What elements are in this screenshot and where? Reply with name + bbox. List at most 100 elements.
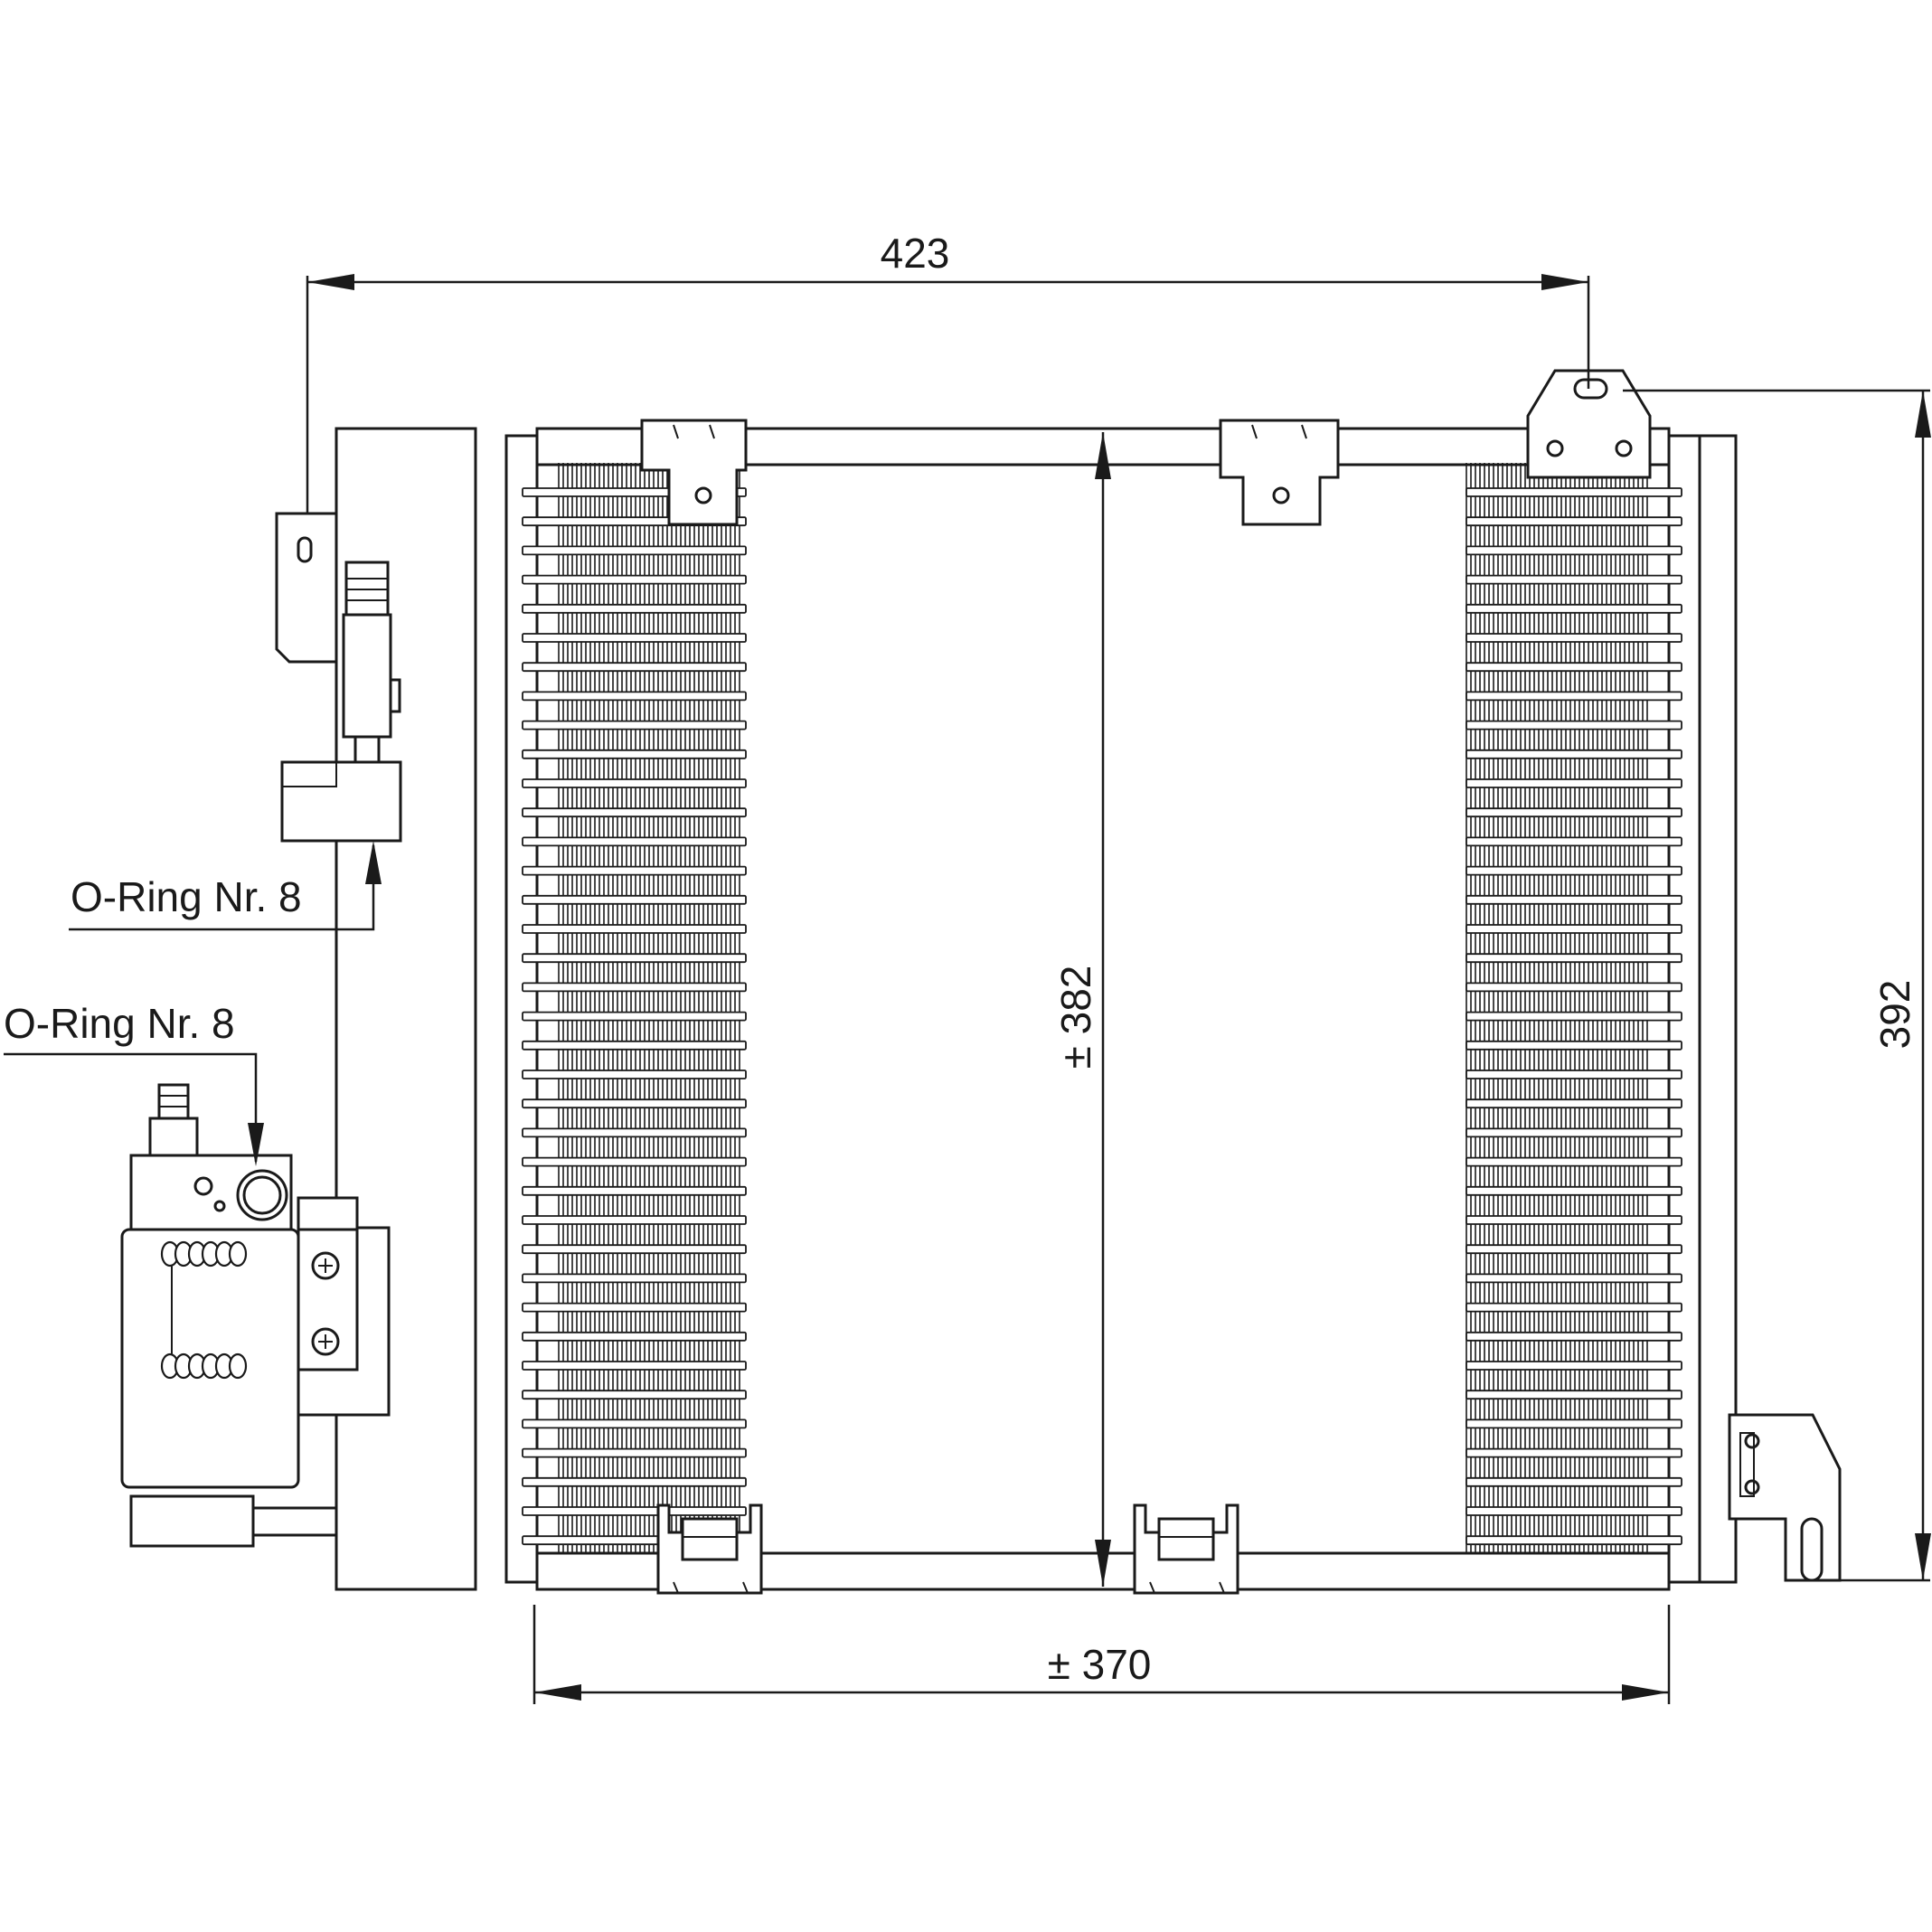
tube-23 [522,1156,747,1167]
tube-22 [522,1127,747,1138]
top-bracket-center [1219,419,1340,526]
top-bracket-left [640,419,748,526]
tube-15 [522,924,747,934]
tube-13 [1465,865,1682,876]
tube-3 [1465,574,1682,585]
tube-36 [1465,1535,1682,1546]
tube-33 [522,1447,747,1458]
tube-27 [1465,1273,1682,1284]
dimension-label-370: ± 370 [1048,1641,1152,1688]
upper-mounting-tab [275,512,338,664]
tube-19 [522,1040,747,1051]
tube-15 [1465,924,1682,934]
pipe-connection-block [280,760,402,843]
tube-8 [522,720,747,730]
tube-16 [1465,953,1682,964]
pressure-switch [342,561,401,764]
tube-19 [1465,1040,1682,1051]
tube-2 [1465,545,1682,556]
tube-10 [1465,778,1682,788]
tube-33 [1465,1447,1682,1458]
tube-0 [1465,487,1682,497]
callout-oring-lower-label: O-Ring Nr. 8 [4,1000,235,1047]
bottom-clip-center [1133,1503,1239,1595]
dimension-height-total: 392 [1623,389,1931,1582]
tube-6 [1465,662,1682,673]
tube-20 [1465,1070,1682,1079]
tube-20 [522,1070,747,1079]
dimension-height-core: ± 382 [1052,432,1111,1587]
tube-16 [522,953,747,964]
tube-2 [522,545,747,556]
tube-6 [522,662,747,673]
tube-30 [522,1361,747,1371]
tube-27 [522,1273,747,1284]
tube-14 [522,894,747,905]
dryer-clamp-springs [160,1240,248,1380]
tube-29 [522,1331,747,1342]
tube-10 [522,778,747,788]
tube-31 [522,1390,747,1400]
fin-core-left [522,463,747,1553]
dryer-clamp-bracket [297,1196,391,1417]
tube-1 [1465,516,1682,527]
tube-3 [522,574,747,585]
tube-23 [1465,1156,1682,1167]
dimension-label-382: ± 382 [1052,966,1099,1070]
tube-24 [522,1185,747,1196]
callout-oring-lower: O-Ring Nr. 8 [4,1000,264,1166]
spring-coil [228,1352,248,1380]
tube-35 [1465,1506,1682,1516]
tube-28 [1465,1302,1682,1313]
tube-28 [522,1302,747,1313]
fin-core-right [1465,463,1682,1553]
callout-oring-upper: O-Ring Nr. 8 [69,841,382,931]
tube-13 [522,865,747,876]
tube-12 [522,836,747,847]
tube-18 [1465,1011,1682,1022]
tube-35 [522,1506,747,1516]
tube-7 [1465,691,1682,702]
bottom-clip-left [656,1503,763,1595]
tube-5 [522,633,747,643]
tube-11 [1465,807,1682,818]
tube-26 [1465,1244,1682,1255]
tube-24 [1465,1185,1682,1196]
tube-4 [522,603,747,614]
tube-9 [1465,749,1682,759]
tube-25 [1465,1215,1682,1225]
tube-34 [522,1476,747,1487]
tube-30 [1465,1361,1682,1371]
dimension-width-bottom: ± 370 [532,1605,1671,1704]
dimension-label-392: 392 [1871,980,1918,1050]
dimension-width-top: 423 [306,230,1590,514]
dimension-label-423: 423 [881,230,950,277]
tube-4 [1465,603,1682,614]
tube-21 [1465,1098,1682,1109]
tube-34 [1465,1476,1682,1487]
tube-5 [1465,633,1682,643]
tube-31 [1465,1390,1682,1400]
tube-32 [1465,1418,1682,1429]
right-header-tank [1667,434,1738,1584]
right-mounting-bracket [1728,1413,1842,1582]
tube-25 [522,1215,747,1225]
tube-17 [522,982,747,993]
spring-coil [228,1240,248,1268]
tube-11 [522,807,747,818]
tube-17 [1465,982,1682,993]
tube-26 [522,1244,747,1255]
tube-12 [1465,836,1682,847]
tube-22 [1465,1127,1682,1138]
tube-14 [1465,894,1682,905]
tube-9 [522,749,747,759]
tube-21 [522,1098,747,1109]
callout-oring-upper-label: O-Ring Nr. 8 [71,873,302,920]
tube-8 [1465,720,1682,730]
top-bracket-right [1526,369,1652,479]
tube-7 [522,691,747,702]
tube-32 [522,1418,747,1429]
tube-18 [522,1011,747,1022]
tube-29 [1465,1331,1682,1342]
